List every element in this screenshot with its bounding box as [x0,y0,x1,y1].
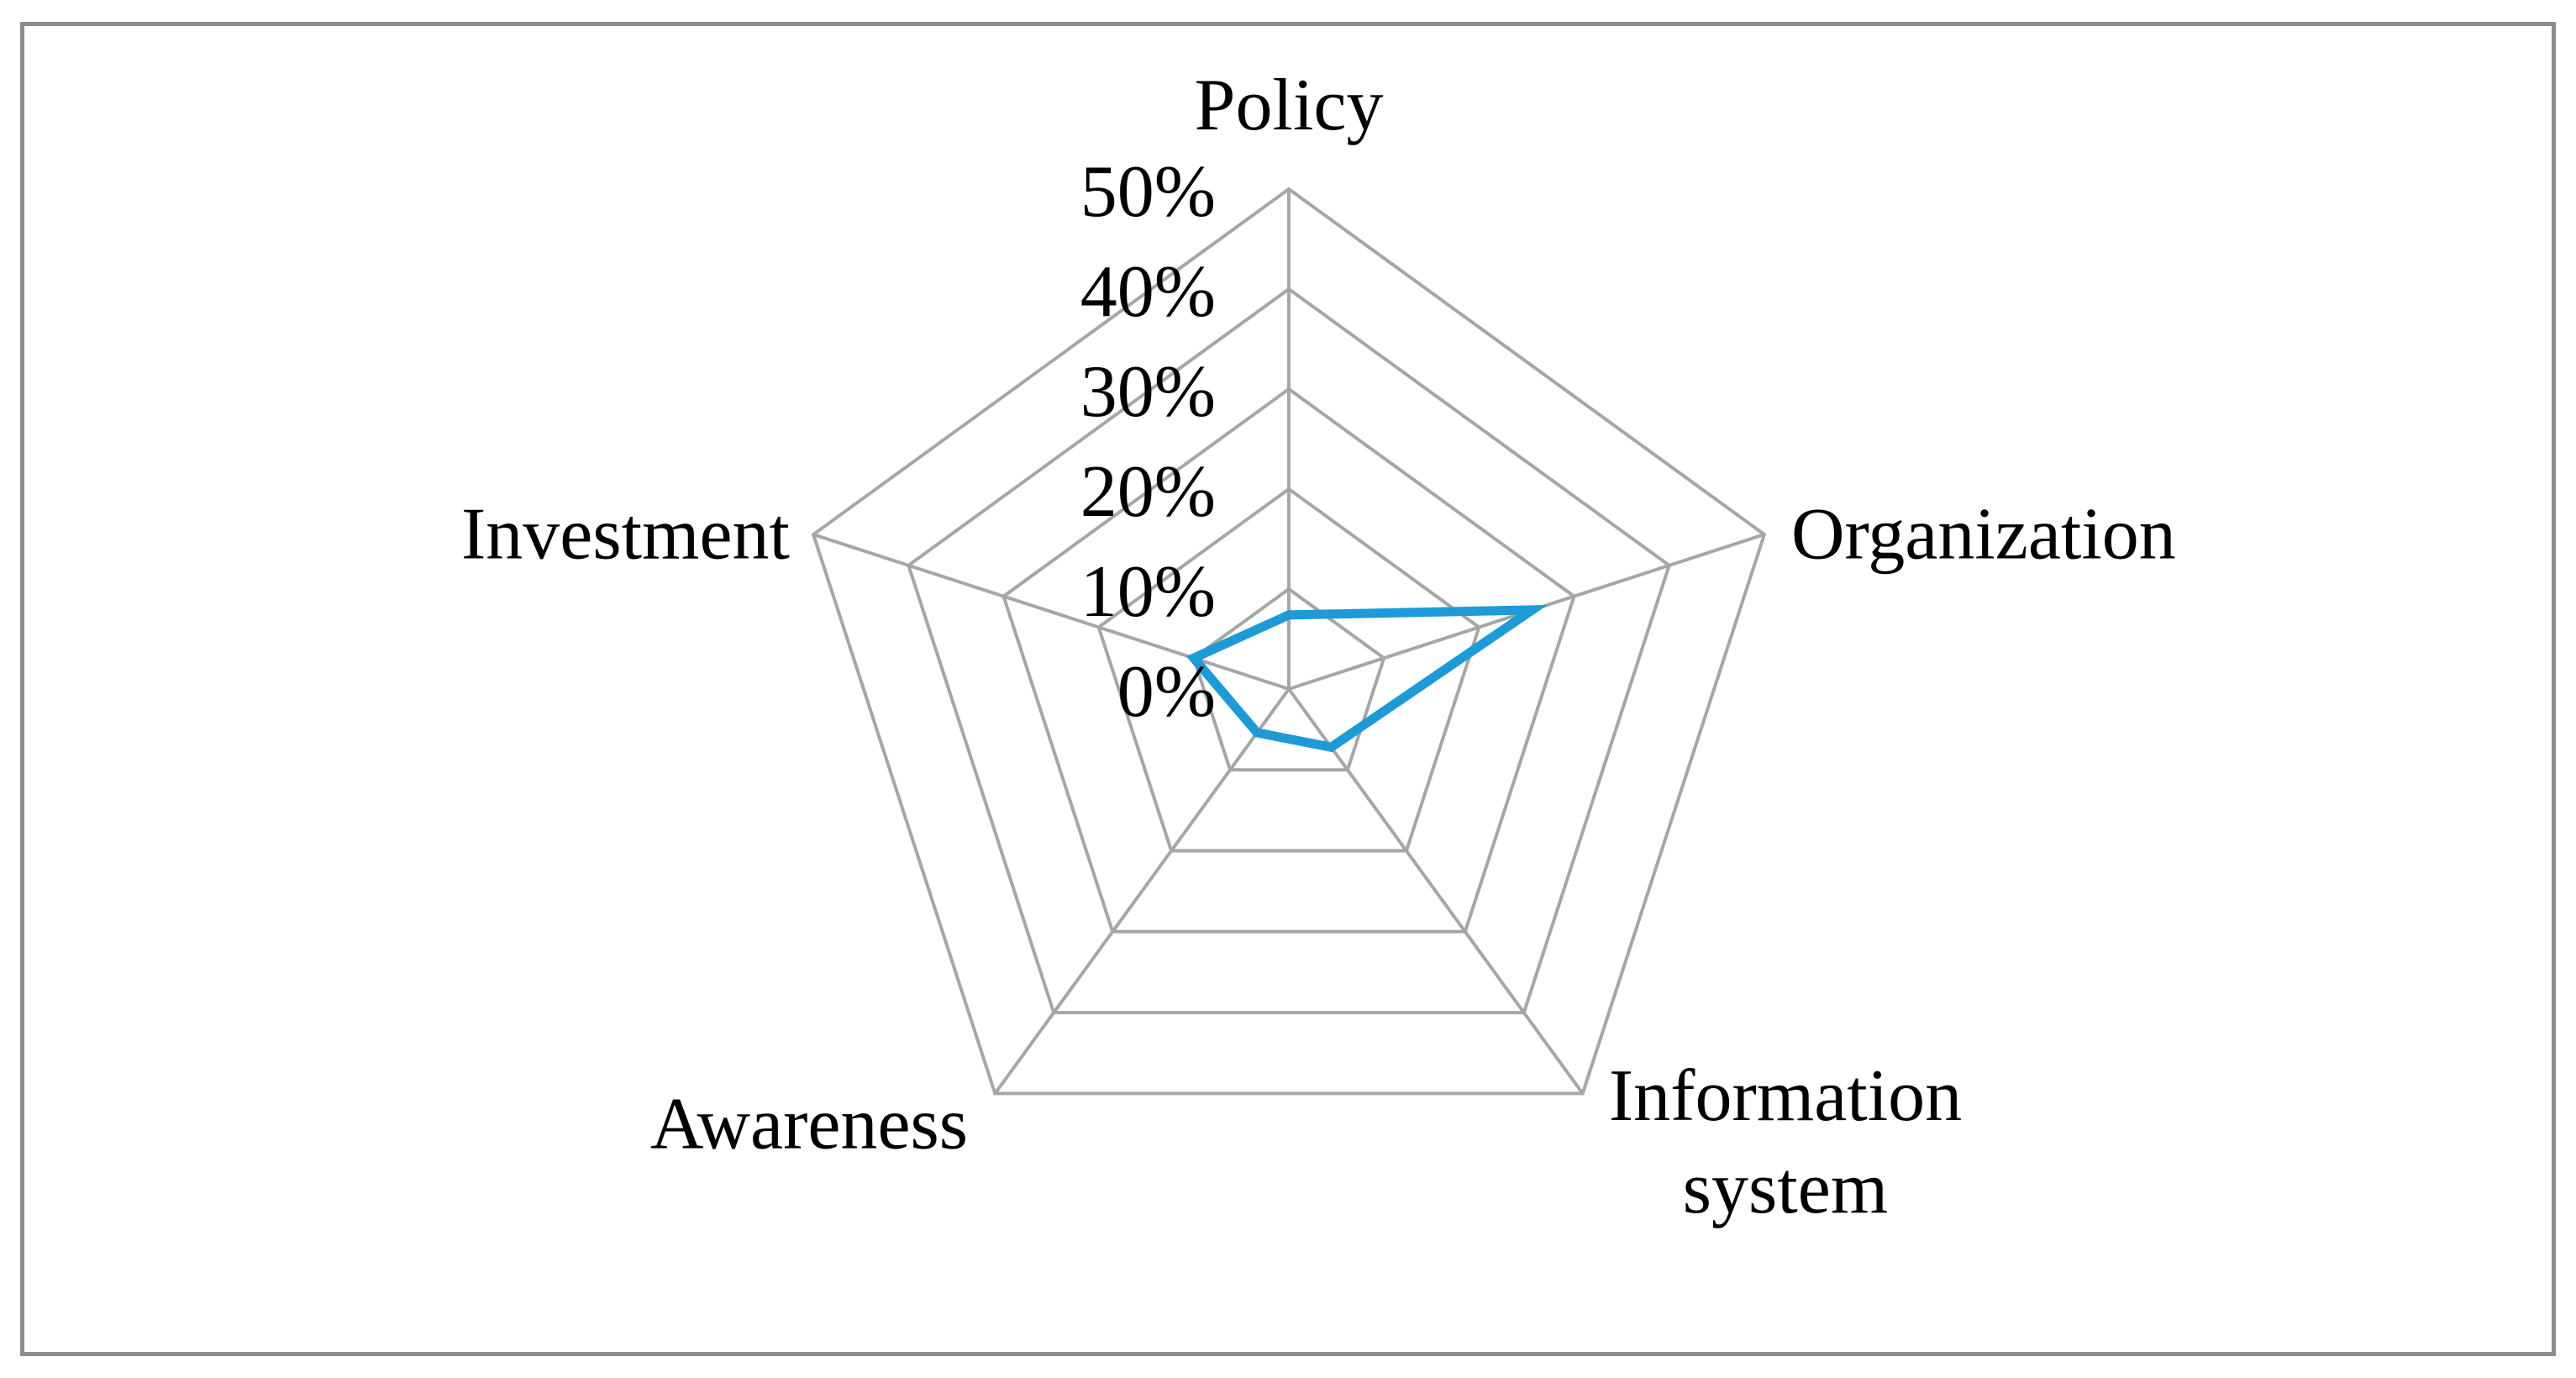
grid-ring [811,187,1767,1096]
axis-label-policy: Policy [1194,65,1384,146]
axis-label-awareness: Awareness [650,1083,968,1165]
grid-ring [906,287,1672,1015]
axis-label-investment: Investment [460,493,790,576]
axis-label-information-system: Information system [1608,1055,1963,1229]
axis-spoke [812,533,1290,691]
grid-ring [1096,487,1481,853]
axis-spoke [993,687,1291,1095]
radial-tick-label-0pct: 0% [1117,651,1216,733]
radial-tick-label-50pct: 50% [1080,151,1216,233]
grid-ring [1001,387,1576,934]
radial-tick-label-30pct: 30% [1080,351,1216,433]
axis-label-organization: Organization [1791,493,2176,576]
radial-tick-label-20pct: 20% [1080,451,1216,533]
axis-spoke [1287,687,1585,1095]
radial-tick-label-10pct: 10% [1080,551,1216,633]
radial-tick-label-40pct: 40% [1080,251,1216,333]
data-series-polygon [1185,605,1548,753]
